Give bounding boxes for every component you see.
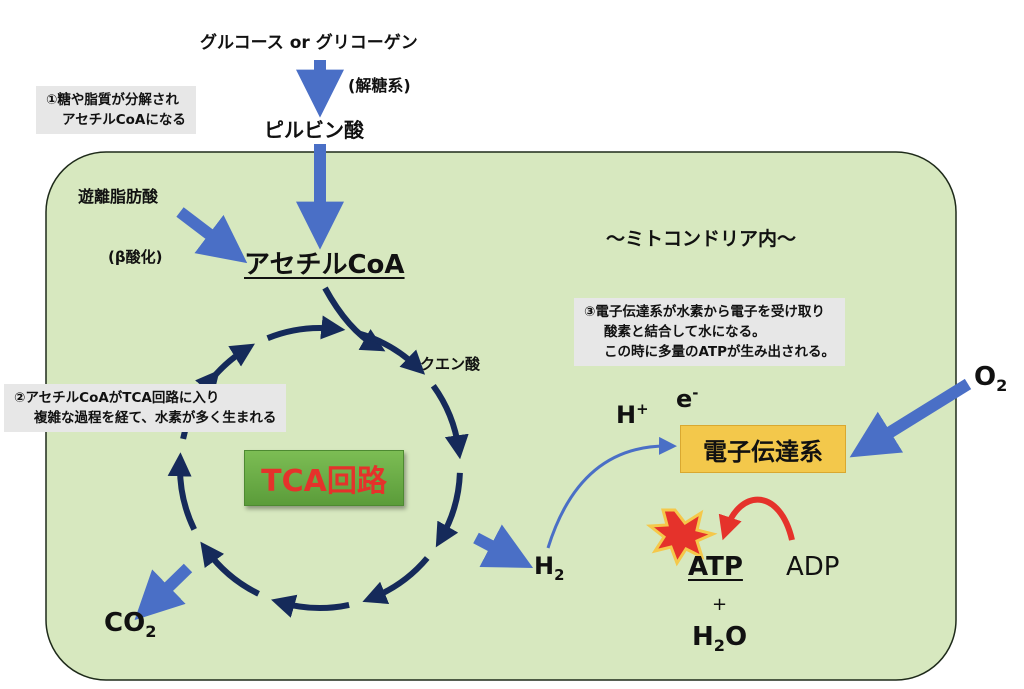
tca-cycle-segment <box>357 330 426 375</box>
proton-label: H+ <box>616 400 649 429</box>
cycle-entry-arrow <box>322 286 386 352</box>
mitochondria-title: ～ミトコンドリア内～ <box>606 228 797 250</box>
glycolysis-label: (解糖系) <box>348 76 411 95</box>
glucose-glycogen-label: グルコース or グリコーゲン <box>200 33 418 53</box>
citrate-label: クエン酸 <box>420 355 481 373</box>
tca-cycle-segment <box>362 556 430 604</box>
co2-release-arrow <box>134 563 193 621</box>
pyruvate-label: ピルビン酸 <box>264 118 364 142</box>
acetyl-coa-label: アセチルCoA <box>244 250 405 280</box>
co2-label: CO2 <box>104 608 157 642</box>
h2-to-etc-arrow <box>546 436 677 549</box>
note-3: ③電子伝達系が水素から電子を受け取り 酸素と結合して水になる。 この時に多量のA… <box>574 298 846 366</box>
electron-label: e- <box>676 384 699 413</box>
beta-oxidation-label: (β酸化) <box>108 248 163 266</box>
plus-sign: + <box>712 594 728 615</box>
electron-transport-chain-box: 電子伝達系 <box>680 425 846 473</box>
beta-oxidation-arrow <box>176 207 248 264</box>
tca-to-h2-arrow <box>473 524 534 569</box>
free-fatty-acid-label: 遊離脂肪酸 <box>78 187 159 206</box>
explosion-icon <box>645 508 718 567</box>
atp-label: ATP <box>688 552 743 582</box>
tca-cycle-segment <box>266 315 346 341</box>
adp-to-atp-arrow <box>718 496 795 541</box>
tca-cycle-segment <box>430 383 469 460</box>
o2-label: O2 <box>974 362 1008 396</box>
note-2: ②アセチルCoAがTCA回路に入り 複雑な過程を経て、水素が多く生まれる <box>4 384 287 432</box>
tca-cycle-segment <box>271 594 350 618</box>
note-1: ①糖や脂質が分解され アセチルCoAになる <box>36 86 196 134</box>
h2o-label: H2O <box>692 622 748 656</box>
h2-label: H2 <box>534 552 565 584</box>
tca-cycle-segment <box>435 472 463 548</box>
o2-arrow <box>849 378 972 458</box>
adp-label: ADP <box>786 552 840 582</box>
tca-cycle-segment <box>200 541 260 597</box>
tca-cycle-box: TCA回路 <box>244 450 404 506</box>
tca-cycle-segment <box>167 452 197 531</box>
